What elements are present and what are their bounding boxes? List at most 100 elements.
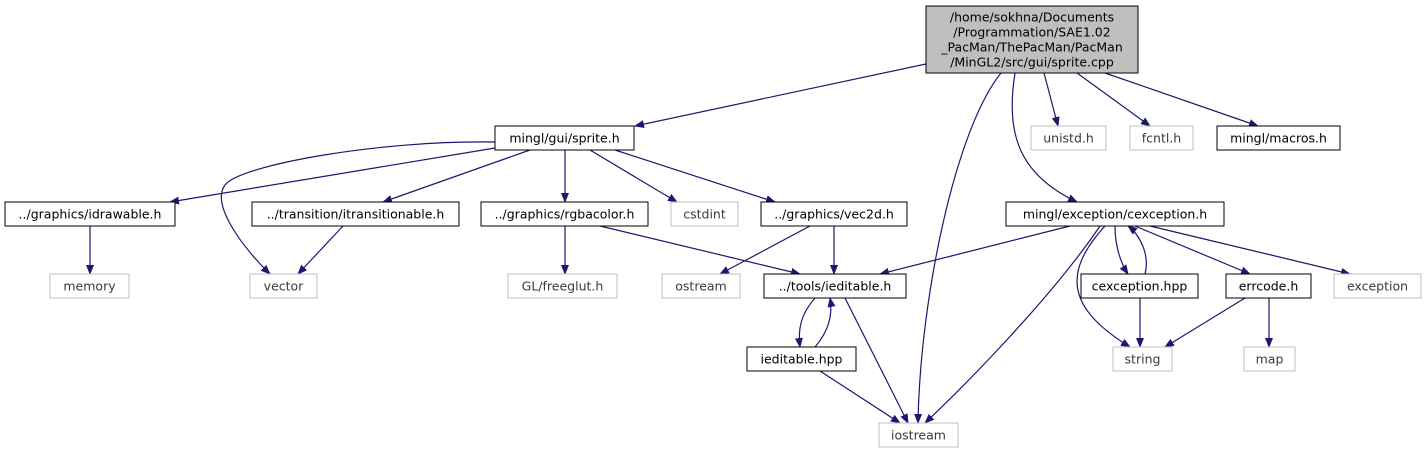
node-box [1225,273,1312,299]
node-box [507,273,618,299]
node-label: exception [1347,279,1408,294]
edge-cexception_h-to-exception [1149,225,1351,276]
node-label: mingl/gui/sprite.h [509,131,619,146]
node-label: vector [264,279,305,294]
node-label: string [1125,352,1161,367]
node-box [494,125,635,151]
node-fcntl-h: fcntl.h [1129,125,1194,151]
node-label: ../graphics/vec2d.h [774,207,894,222]
edge-root-to-iostream [914,72,1002,424]
node-box [746,346,857,372]
edge-sprite_h-to-idrawable_h [169,147,496,205]
node-label: cexception.hpp [1092,279,1188,294]
node-label: mingl/exception/cexception.h [1023,207,1207,222]
node-box [1243,346,1296,372]
node-vector: vector [249,273,318,299]
edge-cexception_h-to-ieditable_h [879,225,1071,276]
node-memory: memory [49,273,130,299]
edge-root-to-fcntl_h [1076,72,1151,127]
node-sprite-h[interactable]: mingl/gui/sprite.h [494,125,635,151]
node-label: errcode.h [1239,279,1299,294]
node-vec2d-h[interactable]: ../graphics/vec2d.h [760,201,908,227]
edge-cexception_h-to-errcode_h [1134,225,1251,275]
node-string: string [1112,346,1173,372]
node-label: _PacMan/ThePacMan/PacMan [940,40,1123,55]
node-box [763,273,907,299]
node-label: ../graphics/rgbacolor.h [495,207,635,222]
nodes: /home/sokhna/Documents/Programmation/SAE… [4,5,1422,448]
edge-sprite_h-to-itransitionable_h [382,149,531,203]
node-label: iostream [891,428,946,443]
node-box [670,201,739,227]
node-rgbacolor-h[interactable]: ../graphics/rgbacolor.h [480,201,649,227]
node-box [1129,125,1194,151]
node-box [249,273,318,299]
node-iostream: iostream [878,422,959,448]
node-label: /home/sokhna/Documents [950,10,1114,25]
node-label: map [1256,352,1284,367]
edge-root-to-cexception_h [1011,72,1078,203]
edge-cexception_h-to-iostream [924,225,1101,424]
edge-ieditable_hpp-to-iostream [819,370,901,424]
node-label: ieditable.hpp [761,352,843,367]
edge-cexception_hpp-to-cexception_h [1127,225,1147,275]
node-ostream: ostream [661,273,741,299]
node-box [1080,273,1199,299]
node-map: map [1243,346,1296,372]
edge-errcode_h-to-string [1164,297,1246,348]
node-label: GL/freeglut.h [522,279,604,294]
node-label: /MinGL2/src/gui/sprite.cpp [950,55,1114,70]
node-box [251,201,460,227]
node-label: cstdint [683,207,726,222]
edges [86,63,1351,424]
edge-sprite_h-to-cstdint [589,149,678,203]
node-box [1005,201,1225,227]
edge-ieditable_hpp-to-ieditable_h [814,297,836,348]
node-label: unistd.h [1043,131,1094,146]
node-ieditable-hpp[interactable]: ieditable.hpp [746,346,857,372]
node-label: ../transition/itransitionable.h [267,207,445,222]
node-box [661,273,741,299]
node-label: ../graphics/idrawable.h [19,207,162,222]
node-exception: exception [1333,273,1422,299]
edge-sprite_h-to-vec2d_h [614,149,776,204]
node-cexception-h[interactable]: mingl/exception/cexception.h [1005,201,1225,227]
node-label: /Programmation/SAE1.02 [953,25,1110,40]
edge-rgbacolor_h-to-ieditable_h [599,225,801,276]
node-box [925,5,1139,74]
node-idrawable-h[interactable]: ../graphics/idrawable.h [4,201,176,227]
edge-vec2d_h-to-ostream [719,225,811,275]
node-box [49,273,130,299]
node-macros-h[interactable]: mingl/macros.h [1216,125,1341,151]
node-box [4,201,176,227]
node-ieditable-h[interactable]: ../tools/ieditable.h [763,273,907,299]
edge-ieditable_h-to-ieditable_hpp [794,297,816,348]
node-itransitionable-h[interactable]: ../transition/itransitionable.h [251,201,460,227]
node-label: fcntl.h [1142,131,1181,146]
node-freeglut-h: GL/freeglut.h [507,273,618,299]
node-label: mingl/macros.h [1230,131,1327,146]
node-cstdint: cstdint [670,201,739,227]
node-box [480,201,649,227]
node-box [1112,346,1173,372]
node-box [878,422,959,448]
edge-cexception_h-to-string [1076,225,1131,348]
edge-cexception_h-to-cexception_hpp [1114,225,1129,275]
edge-sprite_h-to-vector [220,141,496,275]
node-cexception-hpp[interactable]: cexception.hpp [1080,273,1199,299]
node-unistd-h: unistd.h [1030,125,1107,151]
node-box [1216,125,1341,151]
edge-root-to-unistd_h [1043,72,1060,127]
node-errcode-h[interactable]: errcode.h [1225,273,1312,299]
node-box [1333,273,1422,299]
edge-ieditable_h-to-iostream [844,297,909,424]
node-label: ostream [675,279,726,294]
node-box [1030,125,1107,151]
node-box [760,201,908,227]
node-root: /home/sokhna/Documents/Programmation/SAE… [925,5,1139,74]
edge-root-to-sprite_h [634,63,927,129]
edge-root-to-macros_h [1104,72,1259,127]
edge-itransitionable_h-to-vector [297,225,344,275]
node-label: memory [63,279,116,294]
